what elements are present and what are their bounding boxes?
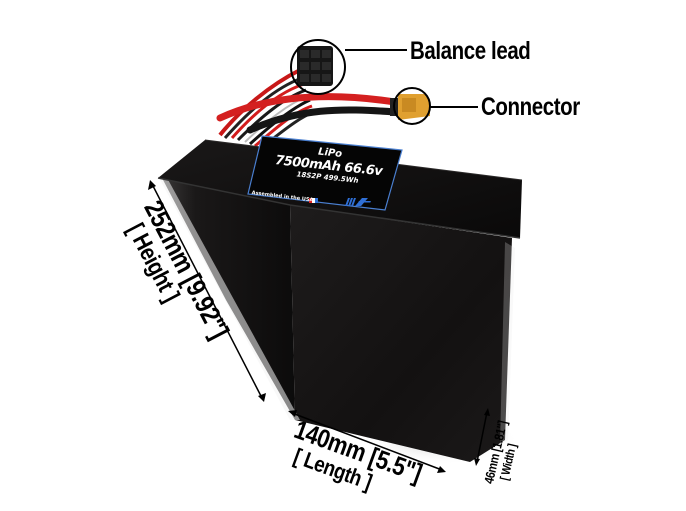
connector-callout: Connector [481, 93, 580, 121]
manufacturer-logo-icon [345, 198, 371, 206]
usa-flag-icon [309, 198, 318, 203]
length-dimension-arrow [288, 410, 446, 473]
balance-connector [297, 46, 333, 86]
height-dimension-arrow [148, 180, 266, 402]
battery-label [247, 135, 403, 211]
balance-lead-callout: Balance lead [410, 37, 531, 65]
balance-lead-callout-circle [290, 39, 346, 95]
cable-bundle [216, 68, 399, 149]
width-dimension-arrow [474, 408, 490, 466]
black-power-lead [246, 106, 399, 134]
red-power-lead [216, 93, 399, 122]
